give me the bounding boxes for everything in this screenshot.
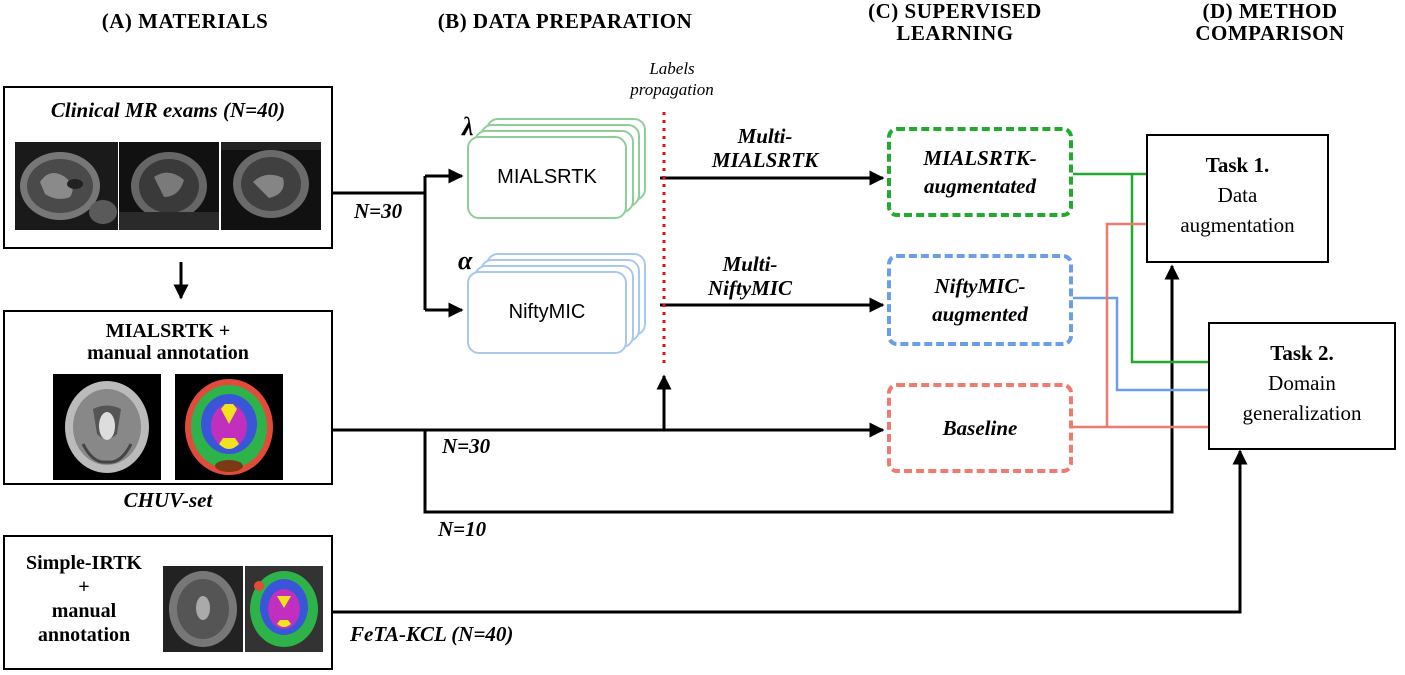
simple-irtk-box: Simple-IRTK + manual annotation — [3, 535, 333, 670]
task2-title: Task 2. — [1270, 341, 1334, 365]
header-supervised-learning: (C) SUPERVISED LEARNING — [835, 0, 1075, 44]
labels-propagation-line2: propagation — [630, 80, 714, 99]
alpha-symbol: α — [458, 246, 473, 275]
header-supervised-line2: LEARNING — [896, 21, 1014, 45]
task1-title: Task 1. — [1205, 153, 1270, 177]
mialsrtk-annotation-title: MIALSRTK + manual annotation — [5, 320, 331, 364]
chuv-set-label: CHUV-set — [123, 488, 213, 512]
niftymic-stack-label: NiftyMIC — [508, 301, 586, 323]
simple-irtk-sr-image — [163, 566, 243, 652]
mr-thumbnail-3 — [221, 142, 321, 230]
niftymic-stack: NiftyMIC — [467, 271, 627, 354]
header-method-comparison: (D) METHOD COMPARISON — [1160, 0, 1380, 44]
labels-propagation-line1: Labels — [649, 59, 695, 78]
simple-irtk-line3: manual — [51, 600, 117, 622]
baseline-box: Baseline — [887, 383, 1073, 473]
clinical-exams-box: Clinical MR exams (N=40) — [3, 86, 333, 249]
mialsrtk-stack: MIALSRTK — [467, 136, 627, 219]
blue-connector — [1073, 296, 1210, 392]
mialsrtk-augmented-line1: MIALSRTK- — [923, 146, 1037, 170]
header-materials: (A) MATERIALS — [101, 9, 269, 33]
mialsrtk-augmented-box: MIALSRTK- augmentated — [887, 127, 1073, 217]
header-data-preparation: (B) DATA PREPARATION — [437, 9, 693, 33]
header-method-line1: (D) METHOD — [1202, 0, 1338, 23]
simple-irtk-text: Simple-IRTK + manual annotation — [9, 551, 159, 647]
simple-irtk-line4: annotation — [37, 624, 131, 646]
mialsrtk-annotation-line1: MIALSRTK + — [105, 320, 231, 342]
simple-irtk-line1: Simple-IRTK — [26, 552, 142, 574]
niftymic-augmented-line1: NiftyMIC- — [934, 274, 1026, 298]
n10-label: N=10 — [438, 517, 487, 541]
labels-propagation-label: Labels propagation — [612, 58, 732, 100]
baseline-label: Baseline — [942, 416, 1018, 440]
header-method-line2: COMPARISON — [1195, 21, 1345, 45]
multi-niftymic-line2: NiftyMIC — [708, 276, 792, 300]
mialsrtk-stack-label: MIALSRTK — [497, 166, 597, 188]
niftymic-augmented-box: NiftyMIC- augmented — [887, 254, 1073, 346]
green-connector — [1073, 172, 1210, 364]
task2-line3: generalization — [1242, 401, 1362, 425]
mr-thumbnail-2 — [119, 142, 219, 230]
task1-line2: Data — [1217, 183, 1258, 207]
multi-mialsrtk-line2: MIALSRTK — [711, 148, 819, 172]
task2-box: Task 2. Domain generalization — [1208, 322, 1396, 450]
n30-top-label: N=30 — [354, 199, 403, 223]
multi-mialsrtk-line1: Multi- — [737, 124, 793, 148]
lambda-symbol: λ — [462, 112, 474, 141]
mialsrtk-annotation-image — [175, 374, 283, 480]
mialsrtk-annotation-box: MIALSRTK + manual annotation — [3, 310, 333, 485]
multi-niftymic-line1: Multi- — [722, 252, 778, 276]
feta-kcl-label: FeTA-KCL (N=40) — [350, 622, 514, 646]
line-feta-path — [332, 449, 1248, 614]
multi-mialsrtk-label: Multi- MIALSRTK — [680, 124, 850, 172]
mialsrtk-annotation-line2: manual annotation — [87, 342, 249, 364]
task1-line3: augmentation — [1180, 213, 1295, 237]
niftymic-augmented-line2: augmented — [932, 302, 1028, 326]
header-supervised-line1: (C) SUPERVISED — [868, 0, 1042, 23]
mr-thumbnail-1 — [15, 142, 118, 230]
n30-mid-label: N=30 — [442, 434, 491, 458]
clinical-exams-title: Clinical MR exams (N=40) — [50, 98, 286, 122]
task1-box: Task 1. Data augmentation — [1146, 134, 1329, 263]
red-connector — [1073, 222, 1210, 429]
task2-line2: Domain — [1268, 371, 1336, 395]
multi-niftymic-label: Multi- NiftyMIC — [665, 252, 835, 300]
mialsrtk-augmented-line2: augmentated — [923, 174, 1036, 198]
simple-irtk-annotation-image — [245, 566, 323, 652]
mialsrtk-sr-image — [53, 374, 161, 480]
simple-irtk-line2: + — [78, 576, 90, 598]
